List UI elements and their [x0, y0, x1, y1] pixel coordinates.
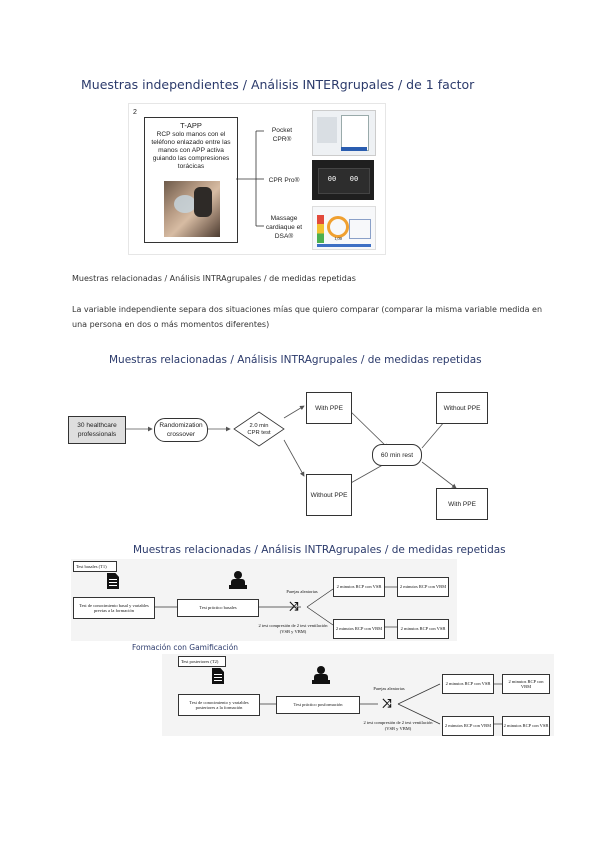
tag-posterior-tests: Test posteriores (T2): [178, 656, 226, 667]
box-baseline-rcp-vsb: 2 minutos RCP con VSB: [333, 577, 385, 597]
box-rest: 60 min rest: [372, 444, 422, 466]
baseline-flow-lines: [153, 586, 397, 628]
baseline-rcp-vsb-2-label: 2 minutos RCP con VSB: [400, 626, 446, 632]
document-icon-2: [212, 668, 224, 684]
posterior-rcp-vbm-2-label: 2 minutos RCP con VBM: [444, 723, 492, 729]
pocket-cpr-screenshot: [312, 110, 376, 156]
box-baseline-rcp-vsb-2: 2 minutos RCP con VSB: [397, 619, 449, 639]
paragraph-related-samples: Muestras relacionadas / Análisis INTRAgr…: [72, 274, 356, 283]
paragraph-independent-variable: La variable independiente separa dos sit…: [72, 305, 543, 329]
box-baseline-practical: Test práctico basales: [177, 599, 259, 617]
baseline-tag-label: Test basales (T1): [76, 563, 107, 569]
posterior-rcp-vbm-label: 2 minutos RCP con VBM: [508, 678, 544, 690]
baseline-practical-label: Test práctico basales: [199, 605, 237, 611]
posterior-random-pairs: Parejas aleatorias: [373, 686, 405, 691]
box-without-ppe-2: Without PPE: [436, 392, 488, 424]
shuffle-icon-2: ⤨: [382, 696, 392, 710]
massage-cardiaque-screenshot: 1,00: [312, 206, 376, 250]
figure-posterior-tests: Test posteriores (T2) ⤨ Test de conocimi…: [162, 654, 554, 736]
heading-related-samples-1: Muestras relacionadas / Análisis INTRAgr…: [109, 354, 482, 366]
cpr-pro-screenshot: 00 00: [312, 160, 374, 200]
box-baseline-rcp-vbm-2: 2 minutos RCP con VBM: [333, 619, 385, 639]
shuffle-icon-1: ⤨: [289, 599, 299, 613]
posterior-tag-label: Test posteriores (T2): [181, 658, 219, 664]
randomization-label: Randomization crossover: [159, 422, 203, 438]
healthcare-professionals-label: 30 healthcare professionals: [77, 422, 117, 438]
posterior-rcp-vsb-2-label: 2 minutos RCP con VSB: [503, 723, 549, 729]
box-posterior-rcp-vbm-2: 2 minutos RCP con VBM: [442, 716, 494, 736]
box-healthcare-professionals: 30 healthcare professionals: [68, 416, 126, 444]
tapp-title: T-APP: [180, 121, 202, 130]
branch-pocket-cpr: Pocket CPR®: [271, 127, 293, 143]
with-ppe-2-label: With PPE: [448, 500, 476, 508]
gauge-value: 1,00: [334, 236, 342, 241]
cpr-photo: [164, 181, 220, 237]
ppe-flow-lines: [124, 405, 457, 489]
tapp-description: RCP solo manos con el teléfono enlazado …: [151, 131, 231, 170]
branch-massage-cardiaque: Massage cardiaque et DSA®: [265, 215, 303, 240]
rest-label: 60 min rest: [380, 451, 414, 459]
without-ppe-1-label: Without PPE: [310, 491, 348, 499]
box-with-ppe-1: With PPE: [306, 392, 352, 424]
baseline-rcp-vsb-label: 2 minutos RCP con VSB: [336, 584, 382, 590]
cpr-person-icon: [229, 571, 247, 589]
tag-baseline-tests: Test basales (T1): [73, 561, 117, 572]
cpr-test-label: 2.0 min CPR test: [247, 423, 271, 436]
tapp-box: T-APP RCP solo manos con el teléfono enl…: [144, 117, 238, 243]
figure-baseline-tests: Test basales (T1) ⤨ Test de conocimiento…: [71, 559, 457, 641]
posterior-knowledge-label: Test de conocimiento y variables posteri…: [189, 699, 249, 711]
box-with-ppe-2: With PPE: [436, 488, 488, 520]
box-posterior-rcp-vsb-2: 2 minutos RCP con VSB: [502, 716, 550, 736]
screen-value-left: 00: [327, 175, 337, 183]
cpr-person-icon-2: [312, 666, 330, 684]
baseline-knowledge-label: Test de conocimiento basal y variables p…: [79, 602, 149, 614]
baseline-rcp-vbm-2-label: 2 minutos RCP con VBM: [335, 626, 383, 632]
box-posterior-rcp-vsb: 2 minutos RCP con VSB: [442, 674, 494, 694]
figure-ppe-crossover: 30 healthcare professionals Randomizatio…: [66, 378, 506, 522]
figure-number: 2: [133, 109, 137, 116]
box-baseline-rcp-vbm: 2 minutos RCP con VBM: [397, 577, 449, 597]
posterior-flow-lines: [258, 683, 502, 725]
without-ppe-2-label: Without PPE: [443, 404, 481, 412]
posterior-rcp-vsb-label: 2 minutos RCP con VSB: [445, 681, 491, 687]
box-posterior-knowledge: Test de conocimiento y variables posteri…: [178, 694, 260, 716]
document-icon: [107, 573, 119, 589]
box-posterior-practical: Test práctico posformación: [276, 696, 360, 714]
box-posterior-rcp-vbm: 2 minutos RCP con VBM: [502, 674, 550, 694]
posterior-tests-note: 2 test compresión de 2 test ventilación …: [363, 720, 433, 731]
baseline-tests-note: 2 test compresión de 2 test ventilación …: [258, 623, 328, 634]
figure-app-comparison: 2 T-APP RCP solo manos con el teléfono e…: [128, 103, 386, 255]
heading-related-samples-2: Muestras relacionadas / Análisis INTRAgr…: [133, 544, 506, 556]
box-baseline-knowledge: Test de conocimiento basal y variables p…: [73, 597, 155, 619]
branch-lines: [236, 130, 264, 227]
baseline-random-pairs: Parejas aleatorias: [286, 589, 318, 594]
with-ppe-1-label: With PPE: [315, 404, 343, 412]
box-randomization: Randomization crossover: [154, 418, 208, 442]
screen-value-right: 00: [349, 175, 359, 183]
heading-independent-samples: Muestras independientes / Análisis INTER…: [81, 77, 475, 92]
posterior-practical-label: Test práctico posformación: [293, 702, 343, 708]
box-without-ppe-1: Without PPE: [306, 474, 352, 516]
gamification-label: Formación con Gamificación: [132, 643, 239, 652]
branch-cpr-pro: CPR Pro®: [268, 177, 300, 184]
baseline-rcp-vbm-label: 2 minutos RCP con VBM: [399, 584, 447, 590]
